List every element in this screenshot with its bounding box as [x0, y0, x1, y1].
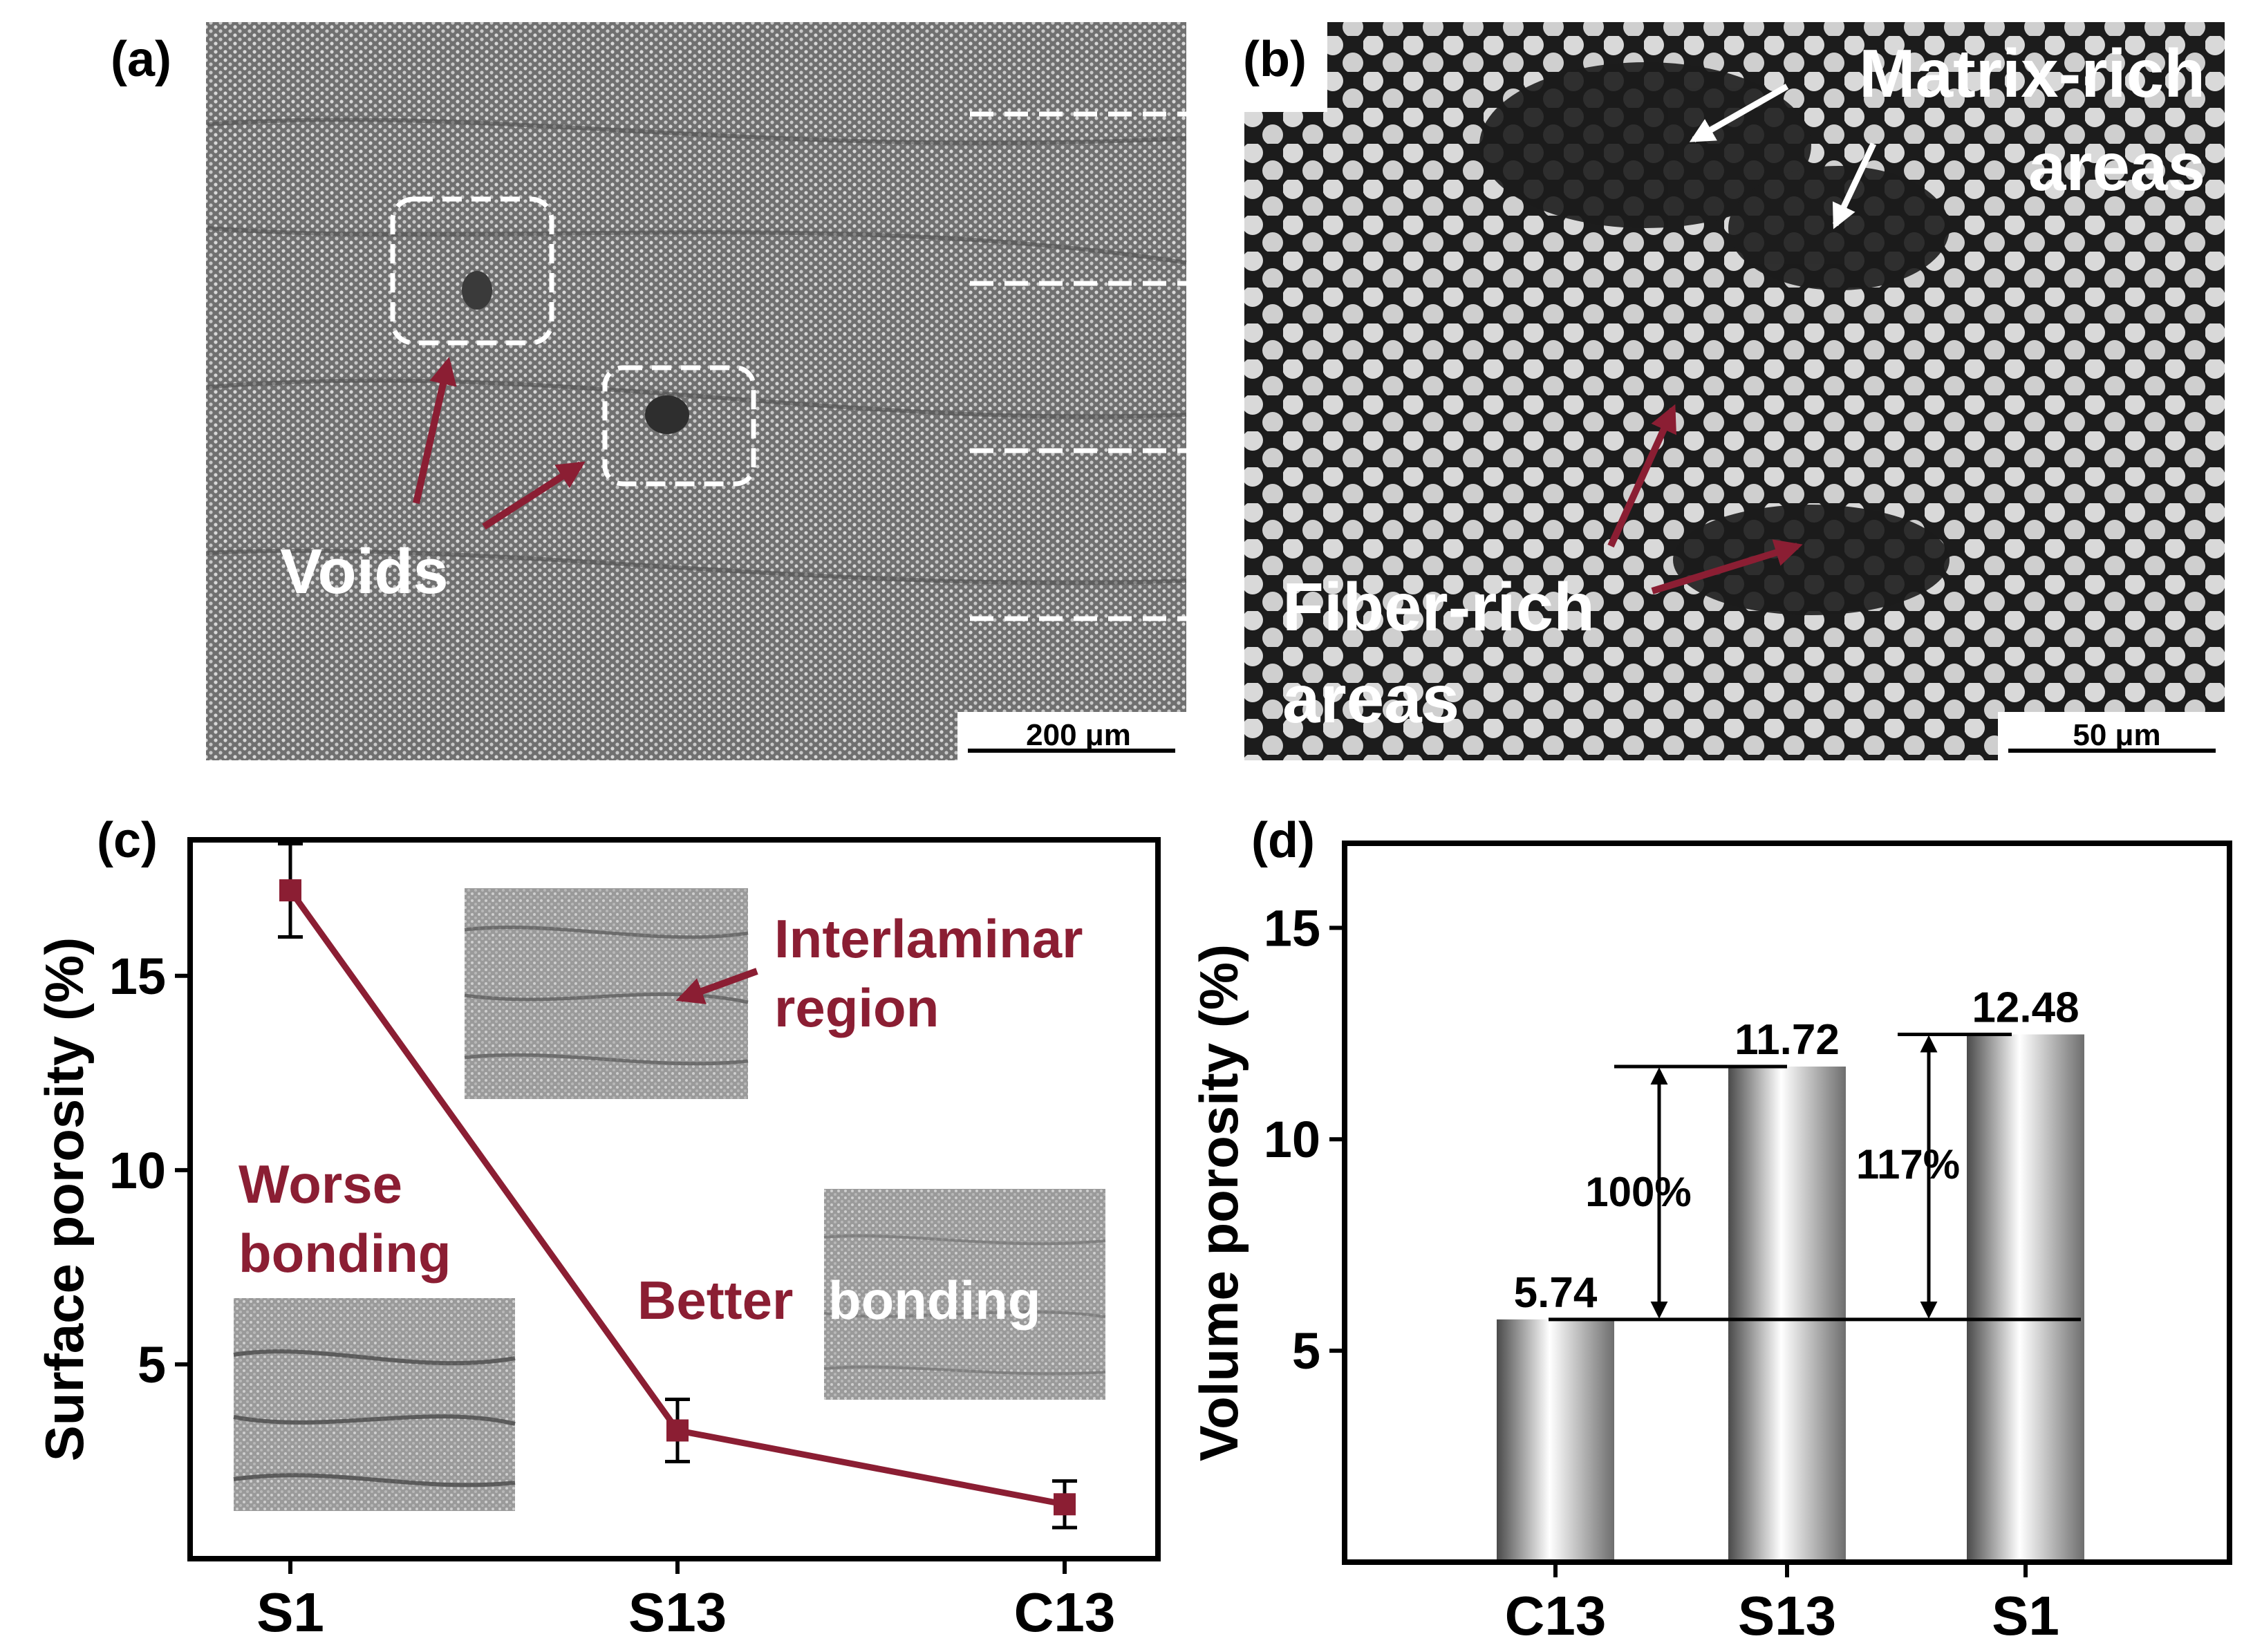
inset-interlaminar: [465, 888, 748, 1099]
panel-b-label: (b): [1243, 32, 1307, 87]
worse-label-1: Worse: [239, 1154, 402, 1214]
scale-bar-a-text: 200 μm: [1026, 718, 1131, 752]
chart-d-bars: 5.74 11.72 12.48: [1497, 984, 2084, 1562]
bar-d: [1497, 1319, 1614, 1562]
ytick-label-c: 15: [109, 948, 166, 1005]
ytick-label-c: 10: [109, 1142, 166, 1199]
value-label-d: 12.48: [1972, 984, 2079, 1032]
inset-worse-streaks: [233, 1349, 516, 1487]
chart-c-marks: [278, 842, 1077, 1530]
interlaminar-arrow: [675, 968, 758, 1004]
void-box-2: [602, 365, 756, 487]
inset-better: [824, 1189, 1105, 1400]
void-2: [645, 395, 689, 434]
voids-arrow-1: [413, 357, 457, 505]
worse-label-2: bonding: [239, 1223, 451, 1284]
matrix-arrow-2: [1832, 142, 1877, 229]
bar-d: [1728, 1067, 1846, 1562]
dashed-layer-lines: [970, 111, 1186, 621]
chart-d-annotations: [1549, 1033, 2081, 1322]
chart-d-ylabel: Volume porosity (%): [1188, 944, 1249, 1461]
data-point-c: [666, 1419, 689, 1442]
xtick-label-c: S1: [256, 1581, 324, 1643]
fiber-arrow-1: [1607, 404, 1676, 548]
data-point-c: [1054, 1493, 1076, 1516]
panel-c-label: (c): [97, 813, 158, 868]
xtick-label-d: C13: [1505, 1585, 1607, 1646]
ytick-label-d: 10: [1264, 1111, 1320, 1168]
matrix-rich-label-1: Matrix-rich: [1859, 35, 2205, 111]
panel-b-label-bg: [1244, 22, 1327, 112]
ytick-label-d: 5: [1292, 1322, 1320, 1380]
xtick-label-d: S1: [1992, 1585, 2059, 1646]
scale-bar-b-text: 50 μm: [2073, 718, 2160, 752]
xtick-label-c: S13: [628, 1581, 727, 1643]
bar-d: [1967, 1034, 2084, 1562]
chart-c-ylabel: Surface porosity (%): [34, 937, 95, 1461]
value-label-d: 11.72: [1735, 1016, 1840, 1064]
panel-b: (b) Matrix-rich areas Fiber-rich areas 5…: [1243, 22, 2225, 760]
interlaminar-streaks-a: [207, 118, 1187, 585]
better-label-1: Better: [637, 1270, 793, 1331]
interlaminar-label-2: region: [774, 977, 939, 1038]
pct-100-label: 100%: [1585, 1169, 1691, 1215]
fiber-arrow-2: [1651, 539, 1803, 594]
panel-d-label: (d): [1251, 813, 1315, 868]
chart-d-frame: [1342, 841, 2232, 1565]
inset-better-streaks: [823, 1234, 1106, 1376]
panel-a-label: (a): [111, 32, 171, 87]
ytick-label-d: 15: [1264, 899, 1320, 957]
void-box-1: [390, 196, 554, 346]
xtick-label-c: C13: [1014, 1581, 1116, 1643]
ytick-label-c: 5: [138, 1336, 166, 1393]
interlaminar-label-1: Interlaminar: [774, 908, 1083, 969]
matrix-rich-label-2: areas: [2028, 129, 2205, 205]
void-1: [462, 271, 492, 310]
voids-label: Voids: [280, 536, 449, 607]
micrograph-a: [206, 22, 1186, 760]
fiber-rich-label-1: Fiber-rich: [1282, 569, 1595, 645]
pct-117-label: 117%: [1856, 1141, 1960, 1188]
inset-interlaminar-streaks: [464, 926, 749, 1066]
panel-a: Voids 200 μm (a): [111, 22, 1187, 760]
xtick-label-d: S13: [1738, 1585, 1836, 1646]
voids-arrow-2: [482, 461, 586, 530]
data-point-c: [279, 879, 301, 902]
chart-c-frame: [187, 837, 1161, 1561]
matrix-arrow-1: [1689, 84, 1789, 142]
value-label-d: 5.74: [1514, 1269, 1598, 1317]
fiber-rich-label-2: areas: [1282, 661, 1459, 737]
better-label-2: bonding: [828, 1270, 1041, 1331]
